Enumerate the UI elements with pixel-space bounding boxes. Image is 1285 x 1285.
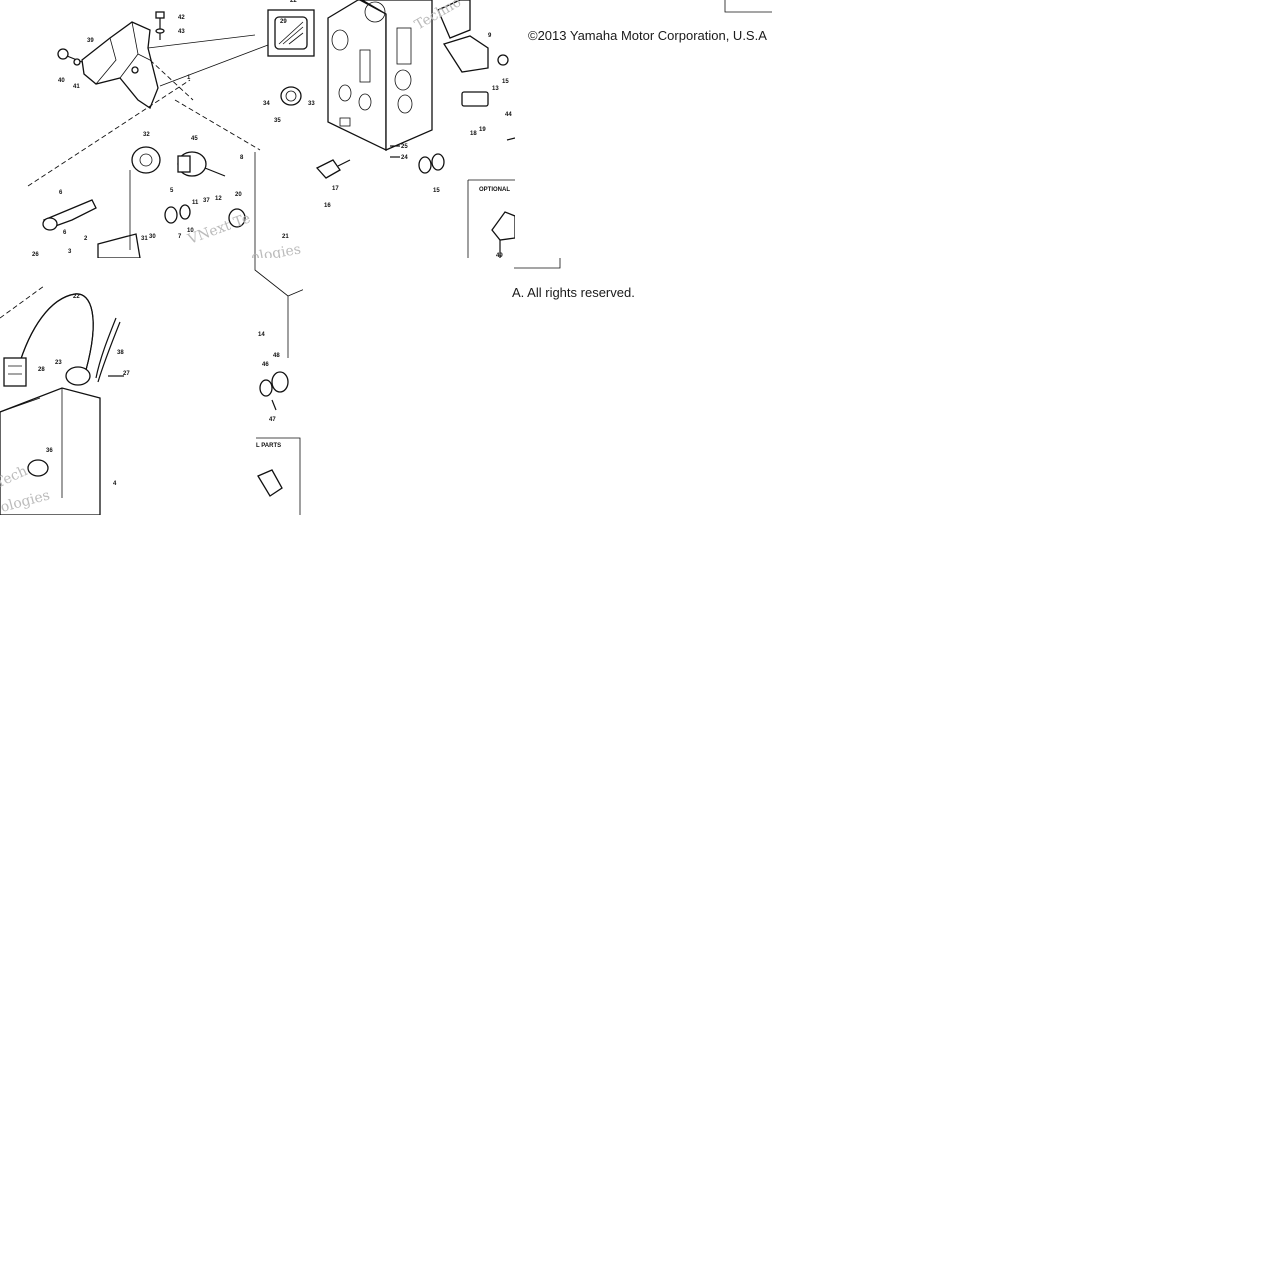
callout-number: 36 [46,448,53,454]
callout-number: 38 [117,350,124,356]
callout-number: 20 [235,192,242,198]
callout-number: 30 [149,234,156,240]
callout-number: 46 [262,362,269,368]
callout-number: 40 [58,78,65,84]
watermark-fragment: ologies [250,241,302,258]
callout-number: 22 [290,0,297,4]
callout-number: 24 [401,155,408,161]
mounting-bracket [81,21,159,109]
callout-number: 19 [479,127,486,133]
exploded-parts-diagram-upper: VNext Te ologies Techno 4243394041129343… [27,0,515,258]
callout-number: 13 [492,86,499,92]
callout-number: 16 [324,203,331,209]
callout-number: 42 [178,15,185,21]
copyright-line-1: ©2013 Yamaha Motor Corporation, U.S.A [528,28,767,43]
callout-number: 3 [68,249,72,255]
callout-number: 5 [170,188,174,194]
copyright-tile: ©2013 Yamaha Motor Corporation, U.S.A [515,0,772,258]
callout-number: 2 [84,236,88,242]
callout-number: 9 [488,33,492,39]
callout-number: 21 [282,234,289,240]
callout-number: 47 [269,417,276,423]
callout-number: 37 [203,198,210,204]
callout-number: 35 [274,118,281,124]
callout-number: 23 [55,360,62,366]
callout-number: 8 [240,155,244,161]
callout-number: 15 [433,188,440,194]
svg-text:VNext Te: VNext Te [185,210,253,248]
callout-number: 31 [141,236,148,242]
callout-number: 25 [401,144,408,150]
callout-number: 18 [470,131,477,137]
callout-number: 14 [258,332,265,338]
callout-number: 6 [59,190,63,196]
callout-number: 10 [187,228,194,234]
callout-number: 43 [178,29,185,35]
optional-box-title-lower: L PARTS [256,443,281,449]
frame-corner [724,0,772,13]
callout-number: 27 [123,371,130,377]
optional-box-title: OPTIONAL [479,187,510,193]
callout-number: 32 [143,132,150,138]
callout-number: 44 [505,112,512,118]
callout-number: 33 [308,101,315,107]
callout-number: 29 [280,19,287,25]
callout-number: 15 [502,79,509,85]
callout-number: 48 [273,353,280,359]
callout-number: 22 [73,294,80,300]
callout-number: 45 [191,136,198,142]
callout-number: 39 [87,38,94,44]
callout-number: 17 [332,186,339,192]
callout-number: 28 [38,367,45,373]
callout-number: 1 [187,75,191,81]
callout-number: 26 [32,252,39,258]
callout-number: 49 [496,253,503,258]
callout-number: 12 [215,196,222,202]
copyright-tile-lower: A. All rights reserved. [510,258,772,306]
callout-number: 6 [63,230,67,236]
callout-number: 34 [263,101,270,107]
callout-number: 11 [192,200,199,206]
callout-number: 4 [113,481,117,487]
copyright-line-2: A. All rights reserved. [512,285,635,300]
callout-number: 7 [178,234,182,240]
callout-number: 41 [73,84,80,90]
